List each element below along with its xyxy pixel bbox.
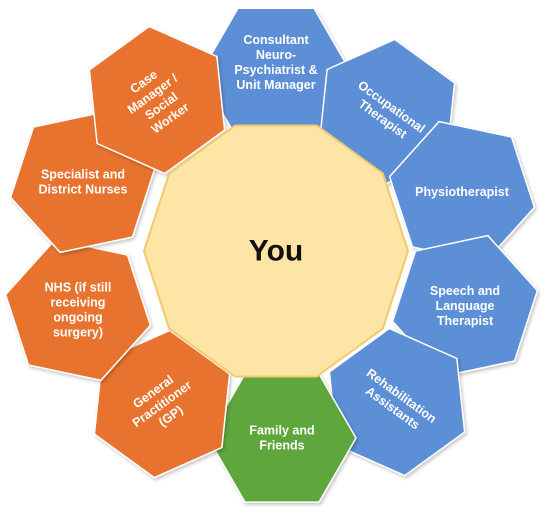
- petal-label-line: Unit Manager: [236, 78, 315, 92]
- petal-case-manager: CaseManager /SocialWorker: [88, 25, 226, 175]
- petal-shape-nhs: [4, 238, 152, 382]
- petal-label-line: District Nurses: [39, 183, 128, 197]
- petal-label-line: Friends: [259, 439, 304, 453]
- petal-shape-general-practitioner: [93, 329, 231, 479]
- center-group: You: [142, 124, 410, 378]
- petal-shape-speech-language-therapist: [391, 234, 539, 378]
- petal-label-line: Consultant: [243, 33, 309, 47]
- petal-label-line: Psychiatrist &: [234, 63, 317, 77]
- petal-label-line: Family and: [249, 424, 314, 438]
- center-decagon: [142, 124, 410, 378]
- petal-label-line: receiving: [51, 296, 106, 310]
- petal-label-line: Language: [435, 299, 494, 313]
- petal-general-practitioner: GeneralPractitioner(GP): [93, 329, 231, 479]
- petal-label-line: Specialist and: [41, 168, 125, 182]
- petal-label-line: Speech and: [430, 284, 500, 298]
- petal-label-line: NHS (if still: [45, 281, 112, 295]
- petal-label-line: surgery): [53, 326, 103, 340]
- petal-label-line: Therapist: [437, 314, 494, 328]
- petal-label-line: Neuro-: [256, 48, 296, 62]
- petal-label-line: Physiotherapist: [415, 185, 510, 199]
- petal-shape-rehabilitation-assistants: [328, 327, 466, 477]
- petal-shape-physiotherapist: [388, 120, 536, 264]
- petal-label-line: ongoing: [53, 311, 102, 325]
- petal-rehabilitation-assistants: RehabilitationAssistants: [328, 327, 466, 477]
- petal-shape-case-manager: [88, 25, 226, 175]
- petal-label-physiotherapist: Physiotherapist: [415, 185, 510, 199]
- petal-physiotherapist: Physiotherapist: [388, 120, 536, 264]
- center-label: You: [249, 235, 303, 268]
